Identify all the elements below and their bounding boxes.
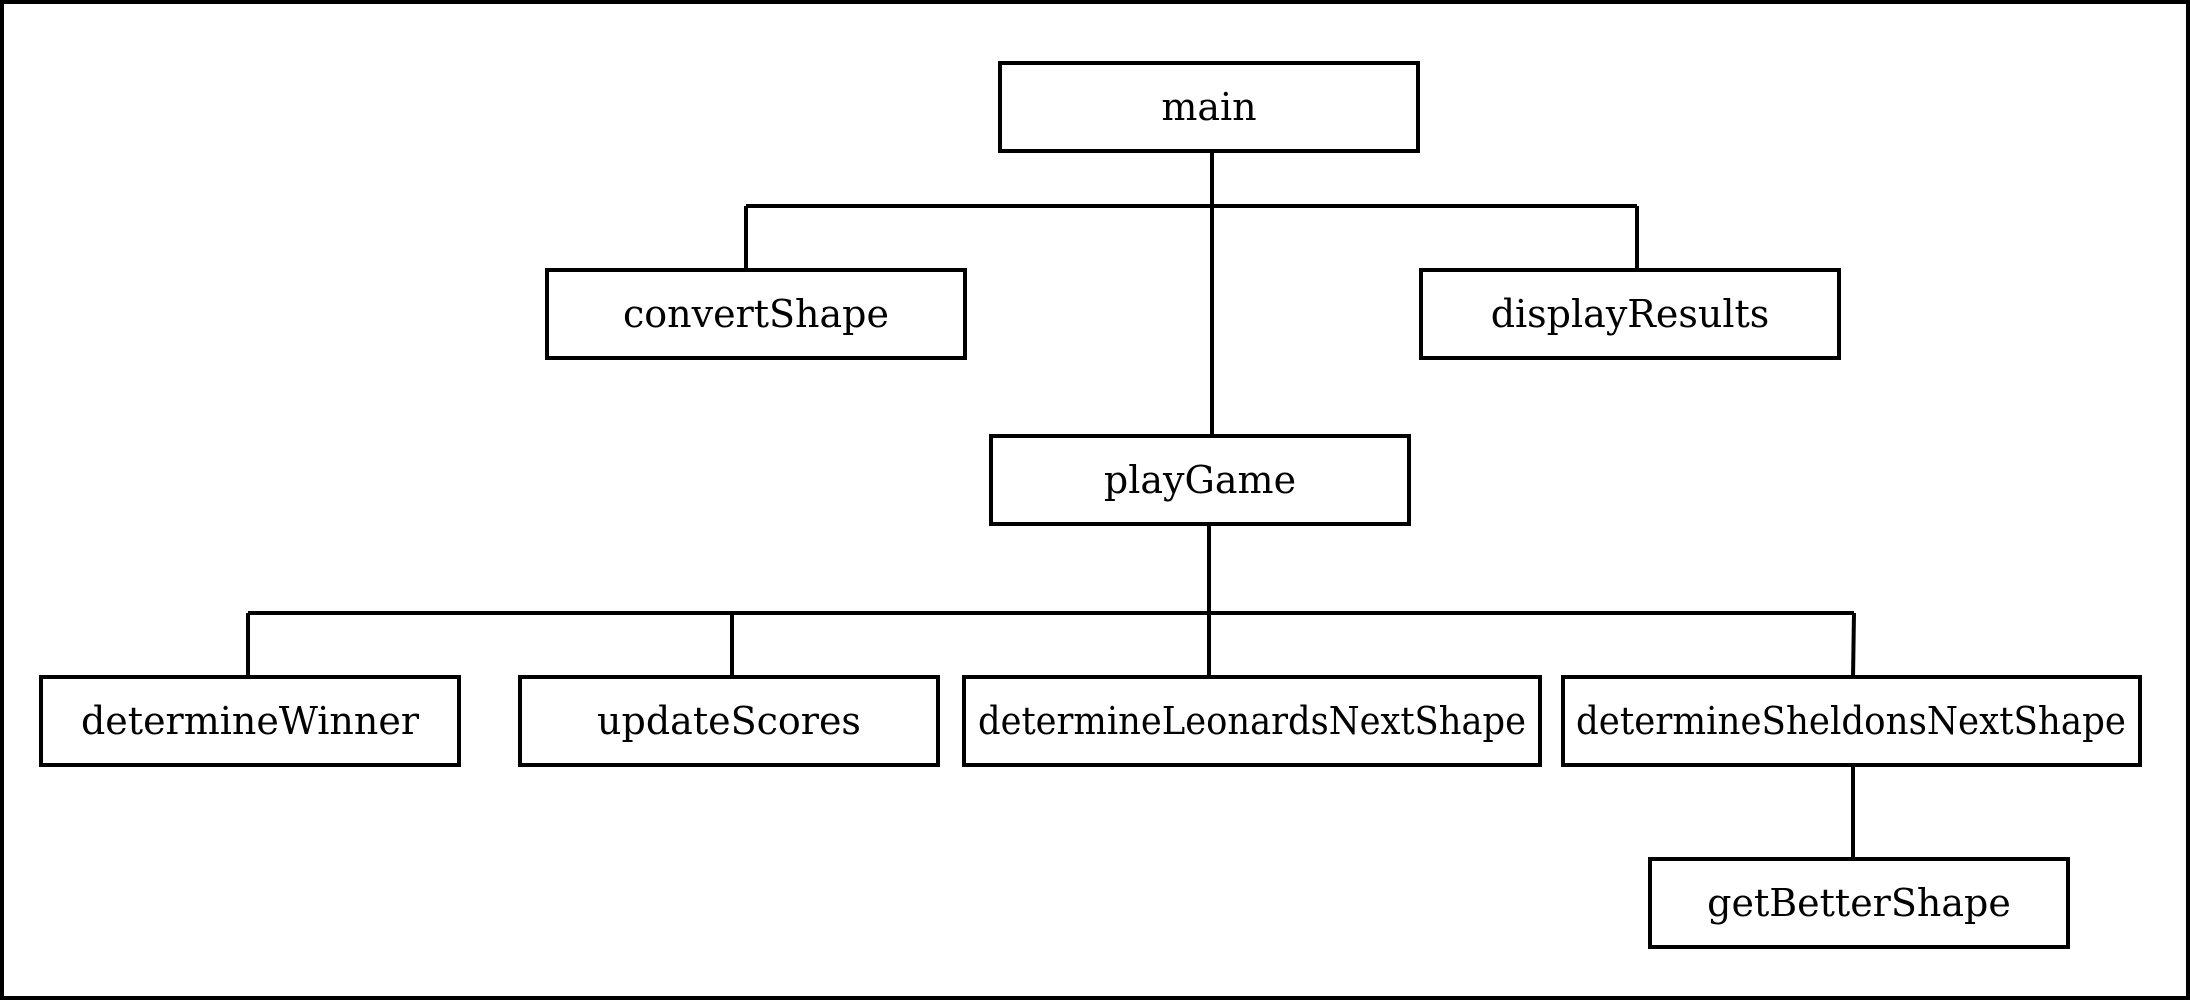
node-label: updateScores [597, 699, 861, 743]
edge-playGame-determineSheldonsNextShape [1851, 612, 1856, 679]
node-determineSheldonsNextShape: determineSheldonsNextShape [1561, 675, 2142, 767]
node-box [545, 268, 967, 360]
node-label: playGame [1104, 458, 1296, 502]
node-box [989, 434, 1411, 526]
node-box [1648, 857, 2070, 949]
node-convertShape: convertShape [545, 268, 967, 360]
node-displayResults: displayResults [1419, 268, 1841, 360]
node-playGame: playGame [989, 434, 1411, 526]
connectors-main [744, 151, 1639, 435]
node-label: determineLeonardsNextShape [978, 699, 1526, 743]
node-label: determineSheldonsNextShape [1576, 699, 2126, 743]
node-determineWinner: determineWinner [39, 675, 461, 767]
node-box [518, 675, 940, 767]
connectors-playGame [246, 525, 1856, 679]
node-label: main [1161, 85, 1256, 129]
node-box [998, 61, 1420, 153]
node-main: main [998, 61, 1420, 153]
node-updateScores: updateScores [518, 675, 940, 767]
node-box [1561, 675, 2142, 767]
node-box [1419, 268, 1841, 360]
node-label: displayResults [1491, 292, 1770, 336]
node-getBetterShape: getBetterShape [1648, 857, 2070, 949]
node-label: convertShape [623, 292, 889, 336]
node-box [39, 675, 461, 767]
node-determineLeonardsNextShape: determineLeonardsNextShape [962, 675, 1542, 767]
node-label: getBetterShape [1707, 881, 2011, 925]
node-box [962, 675, 1542, 767]
node-label: determineWinner [81, 699, 420, 743]
